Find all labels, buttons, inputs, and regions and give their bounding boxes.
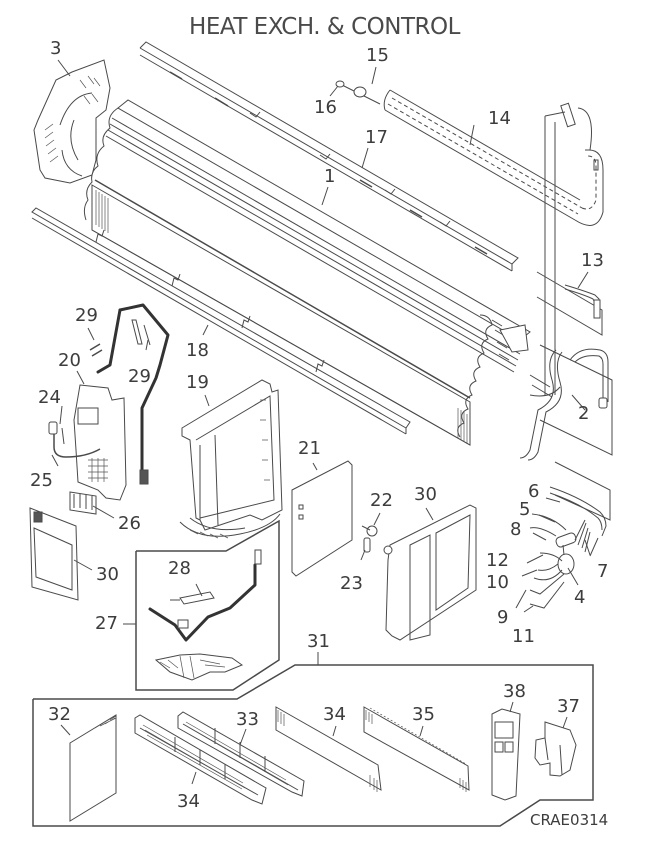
callout-36: 35 bbox=[412, 704, 435, 725]
leader-lines bbox=[51, 59, 591, 785]
part-29-sensor-wire bbox=[89, 303, 170, 485]
callout-9: 9 bbox=[497, 607, 509, 628]
callout-6: 6 bbox=[528, 481, 540, 502]
group-27-box bbox=[123, 519, 280, 691]
callout-20: 20 bbox=[58, 350, 81, 371]
callout-35: 34 bbox=[323, 704, 346, 725]
callout-29a: 29 bbox=[75, 305, 98, 326]
callout-14: 14 bbox=[488, 108, 511, 129]
callout-3: 3 bbox=[50, 38, 62, 59]
callout-5: 5 bbox=[519, 499, 531, 520]
part-13-pipe bbox=[536, 271, 603, 336]
group-32-box bbox=[32, 652, 594, 827]
callout-19: 19 bbox=[186, 372, 209, 393]
part-3-side-plate bbox=[33, 59, 111, 184]
callout-7: 7 bbox=[597, 561, 609, 582]
callout-28: 28 bbox=[168, 558, 191, 579]
part-21-pcb-cover bbox=[291, 460, 353, 577]
callout-34a: 33 bbox=[236, 709, 259, 730]
callout-11: 11 bbox=[512, 626, 535, 647]
part-35-filter bbox=[275, 706, 382, 792]
callout-22: 22 bbox=[370, 490, 393, 511]
callout-13: 13 bbox=[581, 250, 604, 271]
part-34-air-filters bbox=[134, 711, 305, 805]
callout-8: 8 bbox=[510, 519, 522, 540]
part-19-control-frame bbox=[179, 379, 283, 539]
callout-38: 38 bbox=[503, 681, 526, 702]
callout-21: 21 bbox=[298, 438, 321, 459]
part-20-control-box bbox=[48, 384, 127, 501]
drawing-code: CRAE0314 bbox=[530, 811, 609, 829]
part-33-manual bbox=[69, 714, 117, 822]
part-18-lower-rail bbox=[31, 207, 411, 435]
callout-2: 2 bbox=[578, 403, 590, 424]
part-38-remote-control bbox=[491, 708, 521, 801]
callout-25: 25 bbox=[30, 470, 53, 491]
callout-1: 1 bbox=[324, 166, 336, 187]
callout-31: 30 bbox=[96, 564, 119, 585]
part-1-heat-exchanger bbox=[83, 99, 531, 446]
callout-26: 26 bbox=[118, 513, 141, 534]
part-31-cover-panel bbox=[29, 507, 79, 601]
callout-17: 17 bbox=[365, 127, 388, 148]
callout-24: 24 bbox=[38, 387, 61, 408]
callout-27: 27 bbox=[95, 613, 118, 634]
callout-10: 10 bbox=[486, 572, 509, 593]
part-26-terminal-block bbox=[69, 491, 97, 515]
callout-18: 18 bbox=[186, 340, 209, 361]
callout-32: 31 bbox=[307, 631, 330, 652]
part-30-filter-frame bbox=[383, 504, 477, 641]
part-36-filter bbox=[363, 706, 470, 792]
callout-12: 12 bbox=[486, 550, 509, 571]
callout-34b: 34 bbox=[177, 791, 200, 812]
part-22-23-components bbox=[361, 525, 378, 553]
part-14-pipe-assembly bbox=[335, 80, 604, 395]
callout-4: 4 bbox=[574, 587, 586, 608]
part-37-remote-holder bbox=[534, 721, 577, 777]
part-17-upper-rail bbox=[139, 41, 519, 272]
callout-33: 32 bbox=[48, 704, 71, 725]
callout-16: 16 bbox=[314, 97, 337, 118]
callout-30: 30 bbox=[414, 484, 437, 505]
diagram-title: HEAT EXCH. & CONTROL bbox=[189, 14, 460, 40]
callout-23: 23 bbox=[340, 573, 363, 594]
callout-15: 15 bbox=[366, 45, 389, 66]
parts-4-12-valve-assembly bbox=[529, 461, 611, 609]
callout-29b: 29 bbox=[128, 366, 151, 387]
part-2-piping bbox=[519, 344, 613, 461]
callout-37: 37 bbox=[557, 696, 580, 717]
